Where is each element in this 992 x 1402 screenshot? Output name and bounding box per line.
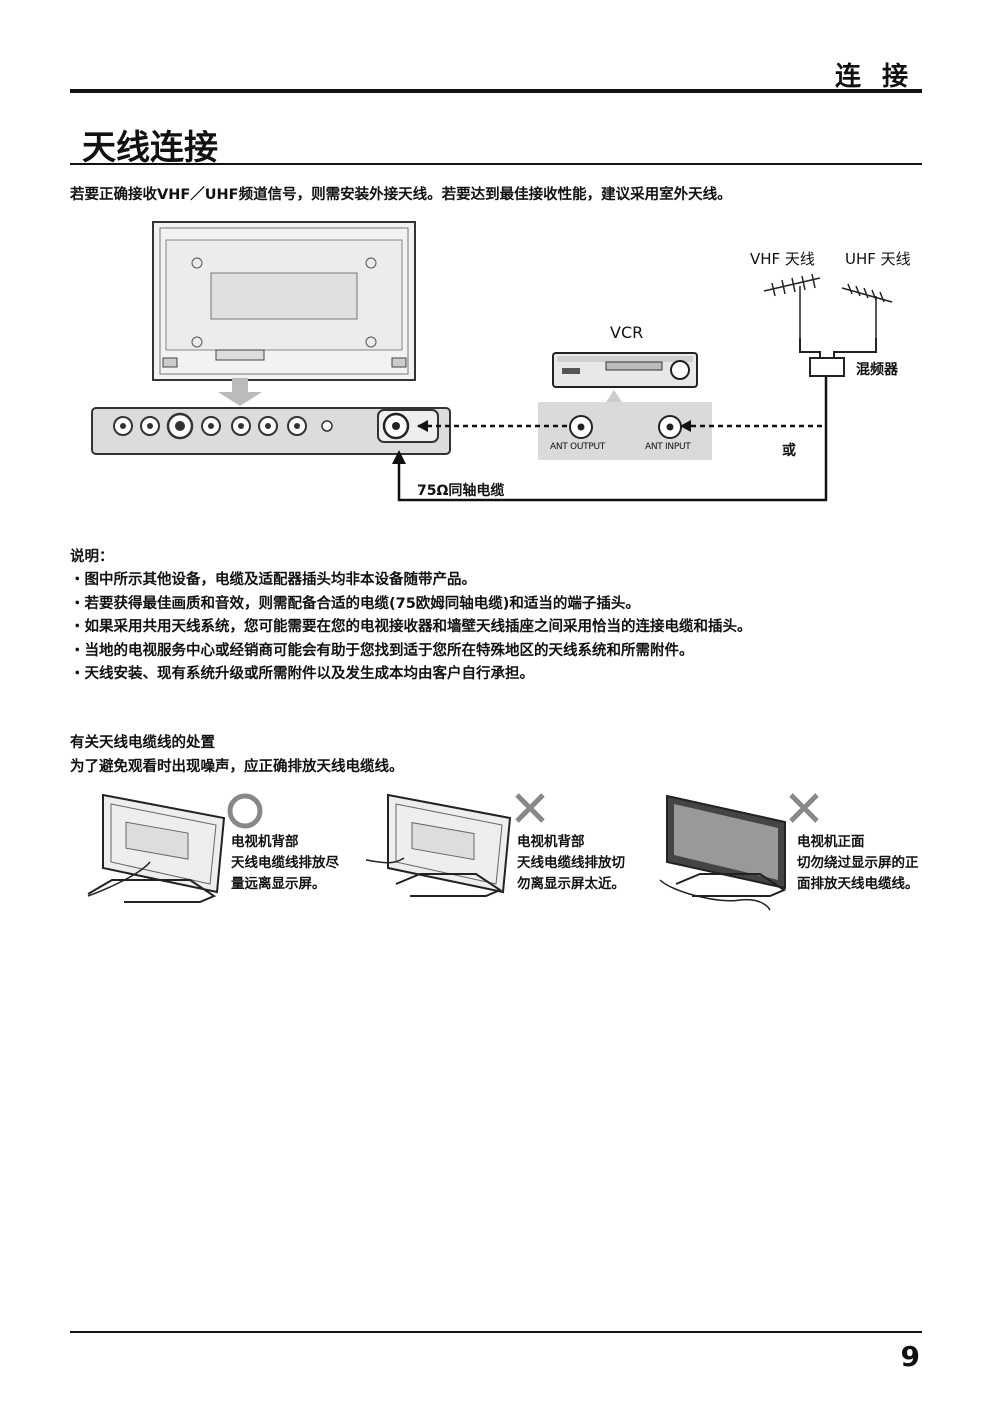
page-title: 天线连接 [82, 128, 218, 168]
title-rule [70, 163, 922, 165]
caption-line: 天线电缆线排放切 [517, 855, 625, 871]
caption-heading: 电视机背部 [231, 834, 299, 850]
example-caption: 电视机背部 天线电缆线排放切 勿离显示屏太近。 [517, 832, 625, 895]
tv-rear-panel [152, 221, 416, 381]
intro-text: 若要正确接收VHF／UHF频道信号，则需安装外接天线。若要达到最佳接收性能，建议… [70, 187, 732, 203]
arrow-up-icon [392, 450, 406, 464]
cable-handling-title: 有关天线电缆线的处置 [70, 735, 215, 751]
wrong-cross-icon [789, 793, 819, 823]
caption-line: 量远离显示屏。 [231, 876, 326, 892]
note-item: ・图中所示其他设备，电缆及适配器插头均非本设备随带产品。 [70, 572, 476, 588]
wrong-cross-icon [515, 793, 545, 823]
vhf-antenna-icon [763, 273, 821, 338]
tv-rear-illustration [365, 793, 512, 897]
caption-line: 天线电缆线排放尽 [231, 855, 339, 871]
ant-input-label: ANT INPUT [645, 442, 691, 452]
or-label: 或 [782, 443, 796, 459]
uhf-label: UHF 天线 [845, 250, 911, 268]
mixer-label: 混频器 [856, 362, 898, 378]
tv-front-illustration [659, 794, 787, 911]
cable-label: 75Ω同轴电缆 [417, 483, 505, 499]
example-caption: 电视机背部 天线电缆线排放尽 量远离显示屏。 [231, 832, 339, 895]
ant-output-label: ANT OUTPUT [550, 442, 605, 452]
note-item: ・若要获得最佳画质和音效，则需配备合适的电缆(75欧姆同轴电缆)和适当的端子插头… [70, 595, 640, 612]
arrow-down-icon [218, 378, 262, 406]
section-tab: 连 接 [834, 62, 914, 92]
notes-list: ・图中所示其他设备，电缆及适配器插头均非本设备随带产品。 ・若要获得最佳画质和音… [70, 569, 752, 687]
caption-line: 勿离显示屏太近。 [517, 876, 625, 892]
uhf-antenna-icon [841, 283, 893, 338]
terminal-strip [91, 407, 451, 455]
vhf-label: VHF 天线 [750, 250, 815, 268]
mixer-box [809, 357, 845, 377]
cable-handling-description: 为了避免观看时出现噪声，应正确排放天线电缆线。 [70, 759, 404, 775]
example-caption: 电视机正面 切勿绕过显示屏的正 面排放天线电缆线。 [797, 832, 919, 895]
note-item: ・天线安装、现有系统升级或所需附件以及发生成本均由客户自行承担。 [70, 666, 534, 682]
footer-rule [70, 1331, 922, 1333]
note-item: ・当地的电视服务中心或经销商可能会有助于您找到适于您所在特殊地区的天线系统和所需… [70, 642, 694, 659]
caption-heading: 电视机正面 [797, 834, 865, 850]
tv-rear-illustration [87, 793, 226, 903]
caption-line: 切勿绕过显示屏的正 [797, 855, 919, 871]
vcr-port-panel [538, 402, 712, 460]
note-item: ・如果采用共用天线系统，您可能需要在您的电视接收器和墙壁天线插座之间采用恰当的连… [70, 619, 752, 635]
notes-title: 说明： [70, 549, 114, 565]
caption-line: 面排放天线电缆线。 [797, 876, 919, 892]
vcr-device [552, 352, 698, 388]
correct-circle-icon [227, 793, 263, 829]
vcr-label: VCR [610, 323, 644, 342]
page-number: 9 [900, 1340, 920, 1373]
caption-heading: 电视机背部 [517, 834, 585, 850]
header-rule [70, 89, 922, 93]
